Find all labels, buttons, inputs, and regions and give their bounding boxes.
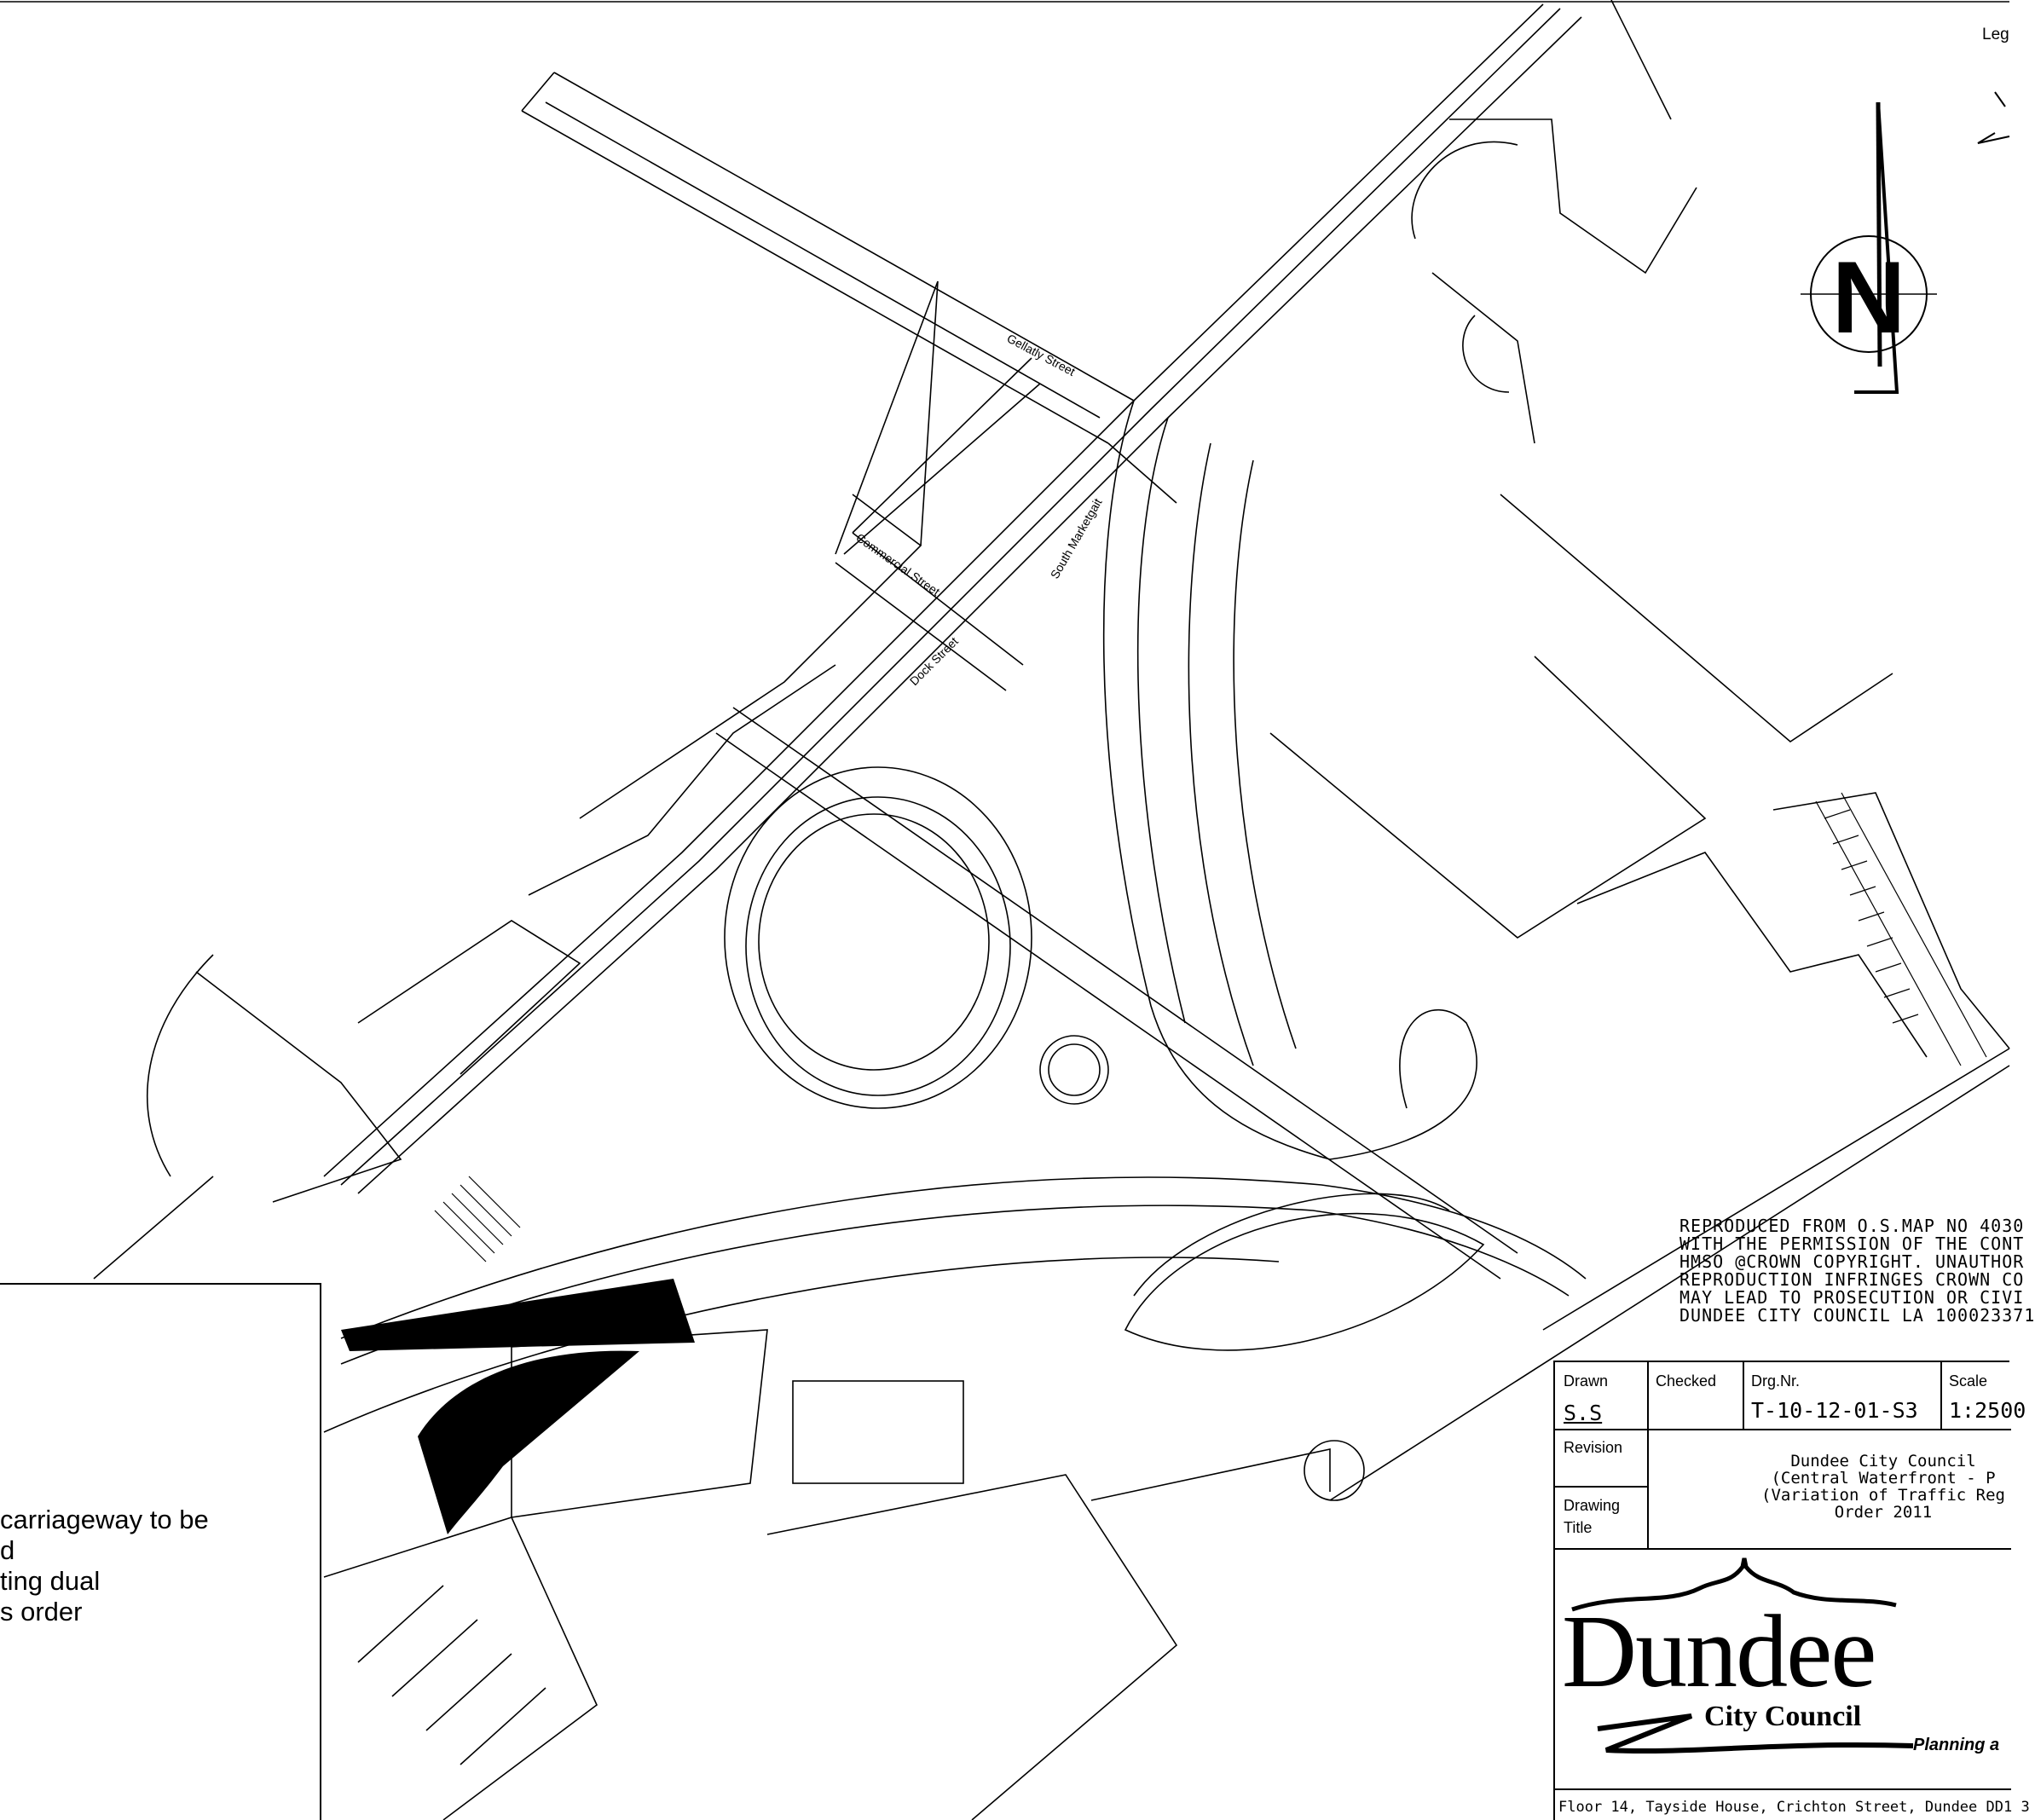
revision-label: Revision [1564, 1439, 1623, 1456]
drawing-title-label-2: Title [1564, 1519, 1593, 1536]
logo-wordmark: Dundee [1562, 1594, 1876, 1709]
os-notice-line: WITH THE PERMISSION OF THE CONT [1679, 1234, 2025, 1254]
os-notice-line: REPRODUCTION INFRINGES CROWN CO [1679, 1269, 2025, 1290]
logo-subtitle: City Council [1704, 1701, 1862, 1732]
legend-text: carriageway to be d ting dual s order [0, 1505, 209, 1627]
checked-label: Checked [1656, 1372, 1717, 1390]
legend-arrow-icon [1977, 91, 2010, 144]
os-notice-line: MAY LEAD TO PROSECUTION OR CIVI [1679, 1287, 2025, 1308]
drawing-title-label: Drawing [1564, 1497, 1621, 1514]
legend-title: Leg [1982, 26, 2009, 43]
dundee-law-skyline-icon [1571, 1557, 1897, 1612]
street-label-gellatly: Gellatly Street [1005, 332, 1078, 378]
legend-line: s order [0, 1597, 83, 1626]
legend-line: carriageway to be [0, 1505, 209, 1534]
street-label-commercial: Commercial Street [853, 530, 942, 598]
legend-line: ting dual [0, 1566, 101, 1596]
os-notice-line: DUNDEE CITY COUNCIL LA 100023371 [1679, 1305, 2035, 1326]
drg-nr-label: Drg.Nr. [1751, 1372, 1801, 1390]
scale-label: Scale [1949, 1372, 1988, 1390]
drawing-title-text: Dundee City Council (Central Waterfront … [1738, 1453, 2028, 1521]
drawing-title-line: Dundee City Council [1790, 1452, 1976, 1470]
north-arrow-icon: N [1801, 101, 1937, 394]
legend-panel [0, 1283, 321, 1820]
drawing-title-line: (Variation of Traffic Reg [1761, 1486, 2005, 1505]
logo-department: Planning a [1913, 1736, 2000, 1754]
os-notice-line: HMSO @CROWN COPYRIGHT. UNAUTHOR [1679, 1251, 2025, 1272]
office-address: Floor 14, Tayside House, Crichton Street… [1558, 1799, 2030, 1816]
scale-value: 1:2500 [1949, 1398, 2026, 1423]
os-copyright-notice: REPRODUCED FROM O.S.MAP NO 4030 WITH THE… [1679, 1217, 2035, 1325]
drg-nr-value: T-10-12-01-S3 [1751, 1398, 1918, 1423]
drawn-value: S.S [1564, 1401, 1603, 1425]
stair-hatch [434, 792, 1987, 1262]
north-letter: N [1832, 240, 1906, 355]
street-label-south-marketgait: South Marketgait [1048, 496, 1105, 581]
logo-river-swoosh-icon [1597, 1713, 1914, 1754]
drawing-title-line: Order 2011 [1834, 1503, 1933, 1522]
closed-carriageway [341, 1279, 695, 1534]
os-notice-line: REPRODUCED FROM O.S.MAP NO 4030 [1679, 1216, 2025, 1236]
drawing-title-line: (Central Waterfront - P [1771, 1469, 1996, 1488]
drawing-title-block: Drawn S.S Checked Drg.Nr. T-10-12-01-S3 … [1553, 1361, 2030, 1820]
drawn-label: Drawn [1564, 1372, 1609, 1390]
street-label-dock: Dock Street [907, 634, 961, 688]
legend-line: d [0, 1535, 15, 1565]
